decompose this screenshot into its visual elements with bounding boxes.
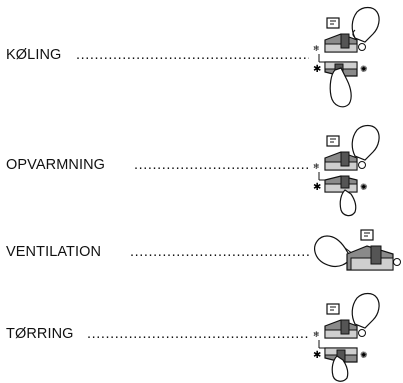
- mode-row-cooling: KØLING .................................…: [0, 0, 403, 120]
- svg-text:❄: ❄: [313, 330, 320, 339]
- dot-leader: ........................................…: [76, 47, 309, 63]
- svg-text:✺: ✺: [360, 65, 368, 75]
- svg-text:✱: ✱: [313, 350, 321, 361]
- dot-leader: ........................................…: [87, 326, 309, 342]
- svg-text:✺: ✺: [360, 183, 368, 193]
- mode-label-ventilation: VENTILATION: [6, 244, 101, 260]
- dot-leader: ........................................…: [134, 157, 309, 173]
- mode-label-heating: OPVARMNING: [6, 157, 105, 173]
- switch-cooling-icon: ❄ ✱ ✺: [311, 4, 385, 114]
- svg-text:❄: ❄: [313, 44, 320, 53]
- dot-leader: ........................................…: [130, 244, 309, 260]
- switch-drying-icon: ❄ ✱ ✺: [311, 290, 385, 383]
- mode-label-cooling: KØLING: [6, 47, 61, 63]
- switch-ventilation-icon: [311, 224, 401, 284]
- svg-text:✺: ✺: [360, 351, 368, 361]
- mode-row-drying: TØRRING ................................…: [0, 290, 403, 383]
- svg-text:✱: ✱: [313, 182, 321, 193]
- mode-row-ventilation: VENTILATION ............................…: [0, 220, 403, 290]
- mode-row-heating: OPVARMNING .............................…: [0, 120, 403, 220]
- svg-text:❄: ❄: [313, 162, 320, 171]
- mode-label-drying: TØRRING: [6, 326, 74, 342]
- svg-text:✱: ✱: [313, 64, 321, 75]
- switch-heating-icon: ❄ ✱ ✺: [311, 122, 385, 218]
